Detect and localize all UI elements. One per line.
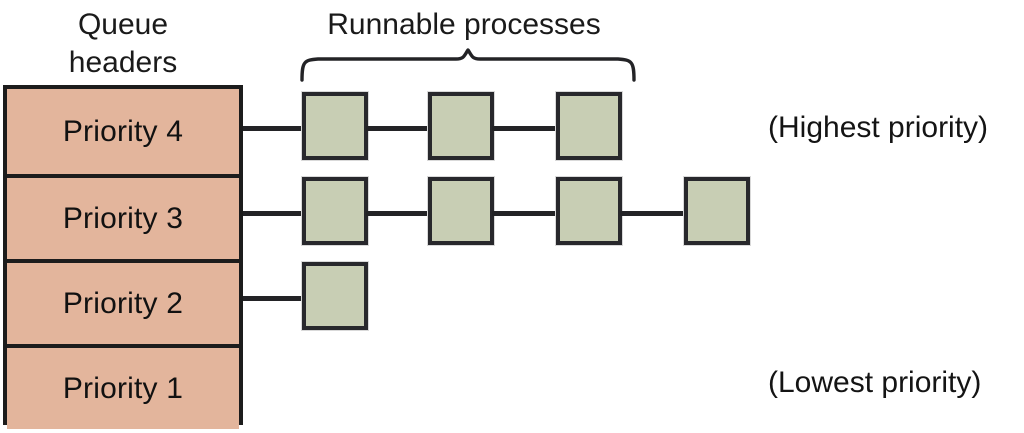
- process-box-p4-1[interactable]: [302, 92, 368, 160]
- queue-row-priority-1[interactable]: Priority 1: [7, 344, 239, 429]
- queue-row-priority-2[interactable]: Priority 2: [7, 259, 239, 344]
- queue-row-label: Priority 4: [62, 114, 184, 148]
- process-box-p3-2[interactable]: [428, 177, 494, 245]
- process-box-p4-2[interactable]: [428, 92, 494, 160]
- highest-priority-label: (Highest priority): [768, 111, 989, 144]
- process-box-p4-3[interactable]: [556, 92, 622, 160]
- queue-headers-title: Queue headers: [68, 8, 178, 79]
- queue-row-label: Priority 2: [62, 286, 184, 320]
- connector-priority-3-seg-2: [492, 211, 558, 216]
- curly-brace-icon: [300, 48, 636, 82]
- connector-priority-2-seg-0: [243, 296, 304, 301]
- runnable-processes-title: Runnable processes: [327, 8, 601, 41]
- lowest-priority-label: (Lowest priority): [768, 366, 982, 399]
- connector-priority-3-seg-0: [243, 211, 304, 216]
- process-box-p3-3[interactable]: [556, 177, 622, 245]
- connector-priority-4-seg-2: [492, 126, 558, 131]
- connector-priority-3-seg-1: [366, 211, 430, 216]
- process-box-p2-1[interactable]: [302, 262, 368, 330]
- connector-priority-4-seg-1: [366, 126, 430, 131]
- process-box-p3-1[interactable]: [302, 177, 368, 245]
- connector-priority-4-seg-0: [243, 126, 304, 131]
- process-box-p3-4[interactable]: [684, 177, 750, 245]
- connector-priority-3-seg-3: [620, 211, 686, 216]
- queue-header-stack: Priority 4 Priority 3 Priority 2 Priorit…: [3, 85, 243, 429]
- queue-row-label: Priority 1: [62, 371, 184, 405]
- queue-row-priority-3[interactable]: Priority 3: [7, 174, 239, 259]
- queue-row-priority-4[interactable]: Priority 4: [7, 89, 239, 174]
- queue-row-label: Priority 3: [62, 201, 184, 235]
